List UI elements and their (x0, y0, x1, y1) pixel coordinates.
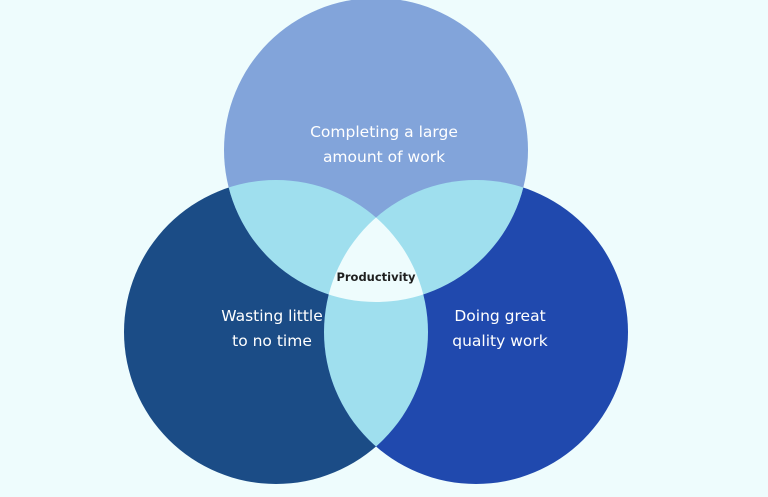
circle-label-right-line-1: Doing great (454, 307, 546, 325)
circle-label-left-line-1: Wasting little (221, 307, 323, 325)
circle-label-right-line-2: quality work (452, 332, 548, 350)
center-label: Productivity (336, 270, 416, 284)
circle-label-left-line-2: to no time (232, 332, 312, 350)
circle-label-right: Doing great quality work (400, 304, 600, 354)
venn-overlap-center (324, 180, 428, 302)
circle-label-left: Wasting little to no time (172, 304, 372, 354)
circle-label-top-line-1: Completing a large (310, 123, 458, 141)
circle-label-top: Completing a large amount of work (264, 120, 504, 170)
circle-label-top-line-2: amount of work (322, 148, 446, 166)
